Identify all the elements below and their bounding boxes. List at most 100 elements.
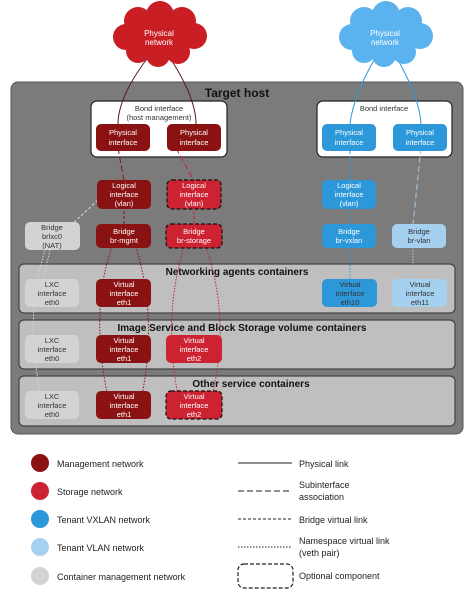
link-cloud-to-phys-3 xyxy=(349,54,378,125)
bond-left-label-1: Bond interface xyxy=(135,104,183,113)
bridge-br-mgmt: Bridge br-mgmt xyxy=(96,224,151,248)
svg-text:LXC: LXC xyxy=(45,392,60,401)
cloud-right-label-1: Physical xyxy=(370,29,400,38)
bridge-brlxc0-nat: Bridge brlxc0 (NAT) xyxy=(25,222,80,250)
svg-text:Bridge: Bridge xyxy=(338,227,360,236)
svg-text:interface: interface xyxy=(110,190,139,199)
physical-interface-tenant-2: Physical interface xyxy=(393,124,447,151)
physical-network-cloud-right: Physical network xyxy=(339,1,433,67)
cloud-right-label-2: network xyxy=(371,38,400,47)
legend-label-tenant-vxlan: Tenant VXLAN network xyxy=(57,515,151,525)
svg-text:interface: interface xyxy=(110,401,139,410)
legend-swatch-tenant-vlan xyxy=(31,538,49,556)
svg-text:interface: interface xyxy=(109,138,138,147)
legend-physical-link-label: Physical link xyxy=(299,459,349,469)
svg-text:br-vxlan: br-vxlan xyxy=(336,236,363,245)
virtual-interface-other-eth2-optional: Virtual interface eth2 xyxy=(165,390,223,420)
svg-text:(vlan): (vlan) xyxy=(115,199,134,208)
svg-text:interface: interface xyxy=(180,138,209,147)
bond-left-label-2: (host management) xyxy=(126,113,192,122)
svg-text:(NAT): (NAT) xyxy=(42,241,62,250)
logical-interface-mgmt: Logical interface (vlan) xyxy=(97,180,151,209)
svg-text:eth0: eth0 xyxy=(45,298,60,307)
svg-text:interface: interface xyxy=(38,345,67,354)
svg-text:Logical: Logical xyxy=(182,181,206,190)
virtual-interface-networking-eth10: Virtual interface eth10 xyxy=(322,279,377,307)
svg-text:eth2: eth2 xyxy=(187,354,202,363)
svg-text:eth0: eth0 xyxy=(45,410,60,419)
svg-text:interface: interface xyxy=(38,289,67,298)
virtual-interface-image-eth2: Virtual interface eth2 xyxy=(166,335,222,363)
physical-network-cloud-left: Physical network xyxy=(113,1,207,67)
svg-text:Bridge: Bridge xyxy=(113,227,135,236)
svg-text:interface: interface xyxy=(110,289,139,298)
svg-text:interface: interface xyxy=(38,401,67,410)
svg-text:Bridge: Bridge xyxy=(183,227,205,236)
svg-text:Physical: Physical xyxy=(180,128,208,137)
lxc-interface-networking: LXC interface eth0 xyxy=(25,279,79,307)
svg-text:br-vlan: br-vlan xyxy=(408,236,431,245)
svg-text:Virtual: Virtual xyxy=(183,336,204,345)
legend-namespace-label-1: Namespace virtual link xyxy=(299,536,390,546)
svg-text:eth11: eth11 xyxy=(411,298,429,307)
bond-right-label: Bond interface xyxy=(360,104,408,113)
svg-text:Virtual: Virtual xyxy=(339,280,360,289)
bridge-br-storage-optional: Bridge br-storage xyxy=(165,223,223,249)
link-phys-to-bridge-vlan xyxy=(412,147,422,225)
svg-text:Physical: Physical xyxy=(406,128,434,137)
svg-text:interface: interface xyxy=(180,190,209,199)
legend-swatch-tenant-vxlan xyxy=(31,510,49,528)
legend-swatch-storage xyxy=(31,482,49,500)
legend-namespace-label-2: (veth pair) xyxy=(299,548,340,558)
section-image-title: Image Service and Block Storage volume c… xyxy=(118,323,367,334)
legend-label-management: Management network xyxy=(57,459,144,469)
section-networking-title: Networking agents containers xyxy=(166,267,309,278)
cloud-left-label-2: network xyxy=(145,38,174,47)
svg-text:interface: interface xyxy=(335,190,364,199)
svg-text:interface: interface xyxy=(180,345,209,354)
link-logical-mgmt-to-brlxc0 xyxy=(69,199,99,227)
virtual-interface-networking-eth11: Virtual interface eth11 xyxy=(392,279,447,307)
legend-label-container-mgmt: Container management network xyxy=(57,572,186,582)
svg-text:(vlan): (vlan) xyxy=(185,199,204,208)
svg-text:Physical: Physical xyxy=(109,128,137,137)
bridge-br-vlan: Bridge br-vlan xyxy=(392,224,446,248)
svg-text:(vlan): (vlan) xyxy=(340,199,359,208)
svg-text:br-storage: br-storage xyxy=(177,236,211,245)
physical-interface-mgmt-1: Physical interface xyxy=(96,124,150,151)
svg-text:Virtual: Virtual xyxy=(113,280,134,289)
legend-bridge-link-label: Bridge virtual link xyxy=(299,515,368,525)
cloud-left-label-1: Physical xyxy=(144,29,174,38)
svg-text:brlxc0: brlxc0 xyxy=(42,232,62,241)
lxc-interface-other: LXC interface eth0 xyxy=(25,391,79,419)
svg-text:LXC: LXC xyxy=(45,280,60,289)
svg-text:eth2: eth2 xyxy=(187,410,202,419)
physical-interface-mgmt-2: Physical interface xyxy=(167,124,221,151)
legend-label-tenant-vlan: Tenant VLAN network xyxy=(57,543,145,553)
svg-text:Physical: Physical xyxy=(335,128,363,137)
link-cloud-to-phys-1 xyxy=(117,54,151,125)
svg-text:LXC: LXC xyxy=(45,336,60,345)
svg-text:Virtual: Virtual xyxy=(183,392,204,401)
logical-interface-vxlan: Logical interface (vlan) xyxy=(322,180,376,209)
svg-text:Bridge: Bridge xyxy=(41,223,63,232)
virtual-interface-networking-eth1: Virtual interface eth1 xyxy=(96,279,151,307)
svg-text:interface: interface xyxy=(180,401,209,410)
svg-text:Virtual: Virtual xyxy=(113,336,134,345)
svg-text:interface: interface xyxy=(110,345,139,354)
section-other-title: Other service containers xyxy=(192,379,310,390)
lxc-interface-image: LXC interface eth0 xyxy=(25,335,79,363)
svg-text:eth1: eth1 xyxy=(117,298,132,307)
physical-interface-tenant-1: Physical interface xyxy=(322,124,376,151)
legend-network-colors: Management network Storage network Tenan… xyxy=(31,454,186,585)
logical-interface-storage-optional: Logical interface (vlan) xyxy=(166,179,222,210)
legend-subinterface-label-1: Subinterface xyxy=(299,480,350,490)
legend-optional-label: Optional component xyxy=(299,571,380,581)
link-phys-to-logical-storage xyxy=(175,147,195,182)
bridge-br-vxlan: Bridge br-vxlan xyxy=(322,224,376,248)
svg-text:eth1: eth1 xyxy=(117,410,132,419)
svg-text:br-mgmt: br-mgmt xyxy=(110,236,139,245)
svg-text:interface: interface xyxy=(335,138,364,147)
virtual-interface-other-eth1: Virtual interface eth1 xyxy=(96,391,151,419)
